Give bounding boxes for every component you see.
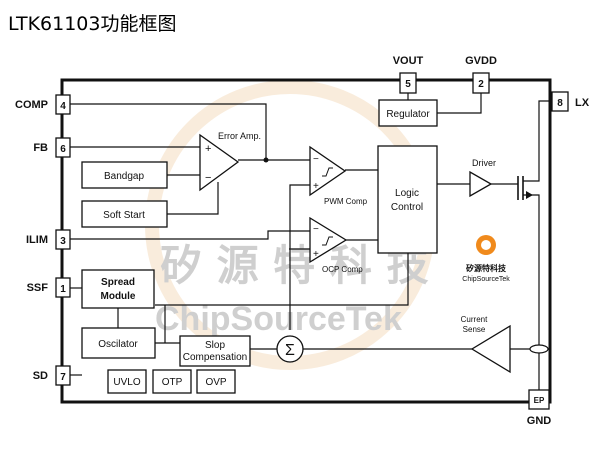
slop-label-1: Slop [205, 340, 225, 351]
current-sense-label-2: Sense [463, 325, 486, 334]
pin-sd[interactable]: 7 SD [33, 365, 71, 386]
logic-label-1: Logic [395, 188, 419, 199]
pin-vout-number: 5 [405, 79, 411, 90]
watermark: 矽 源 特 科 技 ChipSourceTek [145, 80, 435, 370]
pin-vout[interactable]: 5 VOUT [393, 55, 424, 94]
pin-ilim-name: ILIM [26, 234, 48, 246]
driver: Driver [469, 158, 496, 198]
ea-minus: − [205, 172, 211, 184]
ovp-block[interactable]: OVP [196, 369, 236, 394]
spread-label-2: Module [101, 291, 136, 302]
pin-sd-number: 7 [60, 372, 66, 383]
pwm-comp-label: PWM Comp [324, 197, 368, 206]
oscilator-block[interactable]: Oscilator [81, 327, 156, 359]
ocp-plus: + [313, 249, 319, 260]
current-sense-label-1: Current [461, 315, 488, 324]
pin-ilim-number: 3 [60, 236, 66, 247]
pin-fb-name: FB [33, 142, 48, 154]
slop-compensation-block[interactable]: Slop Compensation [179, 335, 251, 367]
pin-gvdd-number: 2 [478, 79, 484, 90]
logic-control-block[interactable]: Logic Control [377, 145, 438, 254]
pin-comp[interactable]: 4 COMP [15, 94, 71, 115]
regulator-block[interactable]: Regulator [378, 99, 438, 127]
oscilator-label: Oscilator [98, 339, 138, 350]
bandgap-block[interactable]: Bandgap [81, 161, 168, 189]
pin-gnd-number: EP [534, 396, 545, 405]
slop-label-2: Compensation [183, 352, 247, 363]
wires [70, 93, 552, 390]
otp-block[interactable]: OTP [152, 369, 192, 394]
sum-symbol: Σ [285, 342, 295, 359]
ocp-comp-label: OCP Comp [322, 265, 363, 274]
pin-ilim[interactable]: 3 ILIM [26, 229, 71, 250]
spread-label-1: Spread [101, 277, 135, 288]
pin-gvdd[interactable]: 2 GVDD [465, 55, 497, 94]
ocp-minus: − [313, 224, 319, 235]
current-sense: Current Sense [461, 315, 511, 374]
pwm-plus: + [313, 181, 319, 192]
error-amplifier: + − Error Amp. [199, 131, 261, 192]
logic-label-2: Control [391, 202, 423, 213]
pin-ssf-name: SSF [27, 282, 49, 294]
pin-sd-name: SD [33, 370, 48, 382]
pin-gvdd-name: GVDD [465, 55, 497, 67]
pin-fb-number: 6 [60, 144, 66, 155]
soft-start-block[interactable]: Soft Start [81, 200, 168, 228]
pin-lx[interactable]: 8 LX [551, 91, 590, 112]
ea-plus: + [205, 143, 211, 155]
page-title: LTK61103功能框图 [8, 13, 176, 35]
pin-comp-name: COMP [15, 99, 48, 111]
driver-label: Driver [472, 158, 496, 168]
error-amp-label: Error Amp. [218, 131, 261, 141]
soft-start-label: Soft Start [103, 210, 145, 221]
pin-lx-name: LX [575, 97, 590, 109]
pin-gnd[interactable]: EP GND [527, 389, 552, 427]
uvlo-block[interactable]: UVLO [107, 369, 147, 394]
otp-label: OTP [162, 377, 183, 388]
pin-comp-number: 4 [60, 101, 66, 112]
regulator-label: Regulator [386, 109, 430, 120]
pwm-minus: − [313, 154, 319, 165]
ovp-label: OVP [205, 377, 226, 388]
sum-node: Σ [276, 335, 304, 363]
chipsourcetek-logo: 矽源特科技 ChipSourceTek [462, 235, 510, 283]
pin-ssf[interactable]: 1 SSF [27, 277, 71, 298]
pin-vout-name: VOUT [393, 55, 424, 67]
pwm-comparator: − + PWM Comp [309, 145, 368, 206]
logo-en: ChipSourceTek [462, 276, 510, 283]
pin-fb[interactable]: 6 FB [33, 137, 71, 158]
bandgap-label: Bandgap [104, 171, 144, 182]
logo-cn: 矽源特科技 [466, 263, 507, 273]
ocp-comparator: − + OCP Comp [309, 216, 363, 274]
pin-ssf-number: 1 [60, 284, 66, 295]
spread-module-block[interactable]: Spread Module [81, 269, 155, 309]
pin-gnd-name: GND [527, 415, 552, 427]
watermark-en: ChipSourceTek [155, 300, 402, 338]
uvlo-label: UVLO [113, 377, 140, 388]
pin-lx-number: 8 [557, 98, 563, 109]
